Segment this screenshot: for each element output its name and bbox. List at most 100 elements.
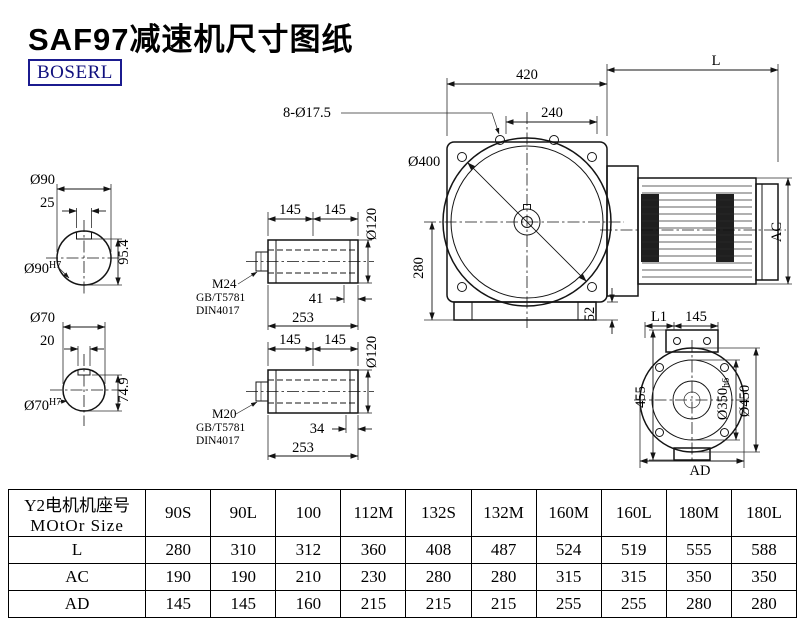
table-corner-cell: Y2电机机座号 MOtOr Size bbox=[7, 489, 147, 537]
dim-L: L bbox=[712, 53, 721, 69]
bolt-hole bbox=[587, 152, 597, 162]
hollow-shaft-view-2: 145 145 Ø120 M20 GB/T5781 DIN4017 34 253 bbox=[196, 332, 380, 460]
frame-size-cell: 132M bbox=[470, 489, 537, 537]
dim-dia120-1: Ø120 bbox=[364, 208, 380, 240]
flange-circle-outer bbox=[442, 137, 612, 307]
frame-size-cell: 90S bbox=[145, 489, 212, 537]
frame-size-cell: 180L bbox=[730, 489, 798, 537]
table-cell: 350 bbox=[730, 563, 798, 591]
keyway-90 bbox=[76, 232, 92, 240]
dim-AC: AC bbox=[769, 222, 785, 242]
table-cell: 315 bbox=[600, 563, 667, 591]
motor-flange bbox=[606, 165, 639, 297]
foot-base bbox=[453, 301, 597, 321]
frame-size-cell: 100 bbox=[275, 489, 342, 537]
bolt-hole bbox=[587, 282, 597, 292]
dim-bolt-holes: 8-Ø17.5 bbox=[283, 105, 331, 121]
table-cell: 350 bbox=[665, 563, 732, 591]
dim-keywidth-20: 20 bbox=[40, 333, 55, 349]
table-cell: 555 bbox=[665, 536, 732, 564]
shaft-circle-70 bbox=[62, 368, 106, 412]
table-row-L: L 280 310 312 360 408 487 524 519 555 58… bbox=[7, 536, 798, 564]
flange-bolt bbox=[720, 363, 729, 372]
gearbox-side-view: L1 145 455 Ø350h6 Ø450 AD bbox=[633, 309, 760, 479]
dim-455: 455 bbox=[633, 386, 649, 408]
dim-253-1: 253 bbox=[292, 310, 314, 326]
table-cell: 315 bbox=[535, 563, 602, 591]
table-cell: 190 bbox=[210, 563, 277, 591]
dim-52: 52 bbox=[582, 307, 598, 322]
dim-145b-2: 145 bbox=[324, 332, 346, 348]
dim-240: 240 bbox=[541, 105, 563, 121]
dim-145b-1: 145 bbox=[324, 202, 346, 218]
table-header-row: Y2电机机座号 MOtOr Size 90S 90L 100 112M 132S… bbox=[7, 489, 798, 537]
table-cell: 280 bbox=[145, 536, 212, 564]
keyway-70 bbox=[77, 369, 91, 376]
row-label: L bbox=[7, 536, 147, 564]
table-cell: 160 bbox=[275, 590, 342, 618]
table-cell: 519 bbox=[600, 536, 667, 564]
std-din-2: DIN4017 bbox=[196, 435, 240, 447]
table-cell: 230 bbox=[340, 563, 407, 591]
dim-145a-2: 145 bbox=[279, 332, 301, 348]
output-bore-side bbox=[672, 380, 712, 420]
table-cell: 312 bbox=[275, 536, 342, 564]
dim-145a-1: 145 bbox=[279, 202, 301, 218]
dim-280: 280 bbox=[411, 257, 427, 279]
dim-145-side: 145 bbox=[685, 309, 707, 325]
dim-height-74-9: 74.9 bbox=[116, 377, 132, 402]
technical-drawing: Ø90 25 95.4 Ø90H7 Ø70 bbox=[24, 53, 792, 479]
flange-450 bbox=[639, 347, 745, 453]
table-cell: 215 bbox=[405, 590, 472, 618]
flange-bolt bbox=[655, 428, 664, 437]
dim-34: 34 bbox=[310, 421, 325, 437]
table-cell: 360 bbox=[340, 536, 407, 564]
frame-size-cell: 132S bbox=[405, 489, 472, 537]
dim-bore-90h7: Ø90H7 bbox=[24, 260, 61, 277]
dim-253-2: 253 bbox=[292, 440, 314, 456]
bolt-head-1 bbox=[255, 251, 269, 272]
std-gb-1: GB/T5781 bbox=[196, 292, 245, 304]
table-header-en: MOtOr Size bbox=[30, 515, 124, 535]
flange-bolt bbox=[720, 428, 729, 437]
std-gb-2: GB/T5781 bbox=[196, 422, 245, 434]
table-cell: 280 bbox=[470, 563, 537, 591]
flange-bolt bbox=[655, 363, 664, 372]
dim-420: 420 bbox=[516, 67, 538, 83]
brand-logo: BOSERL bbox=[28, 59, 122, 86]
motor-fins bbox=[642, 185, 752, 278]
dim-dia450: Ø450 bbox=[737, 385, 753, 417]
dim-dia70: Ø70 bbox=[30, 310, 55, 326]
dim-dia350h6: Ø350h6 bbox=[715, 378, 732, 420]
table-cell: 255 bbox=[600, 590, 667, 618]
frame-size-cell: 180M bbox=[665, 489, 732, 537]
shaft-circle-90 bbox=[56, 230, 112, 286]
thread-label-m24: M24 bbox=[212, 276, 237, 291]
table-row-AC: AC 190 190 210 230 280 280 315 315 350 3… bbox=[7, 563, 798, 591]
table-cell: 588 bbox=[730, 536, 798, 564]
bolt-hole bbox=[457, 282, 467, 292]
frame-size-cell: 160M bbox=[535, 489, 602, 537]
table-cell: 190 bbox=[145, 563, 212, 591]
frame-size-cell: 112M bbox=[340, 489, 407, 537]
center-hole-side bbox=[683, 391, 701, 409]
table-cell: 280 bbox=[405, 563, 472, 591]
frame-size-cell: 160L bbox=[600, 489, 667, 537]
dim-L1: L1 bbox=[651, 309, 667, 325]
bolt-hole bbox=[673, 337, 681, 345]
table-cell: 255 bbox=[535, 590, 602, 618]
row-label: AD bbox=[7, 590, 147, 618]
hollow-shaft-view-1: 145 145 Ø120 M24 GB/T5781 DIN4017 41 253 bbox=[196, 202, 380, 330]
flange-circle-inner bbox=[450, 145, 604, 299]
std-din-1: DIN4017 bbox=[196, 305, 240, 317]
fan-cowl bbox=[755, 183, 779, 281]
frame-size-cell: 90L bbox=[210, 489, 277, 537]
table-cell: 215 bbox=[470, 590, 537, 618]
table-cell: 280 bbox=[665, 590, 732, 618]
table-header-cn: Y2电机机座号 bbox=[24, 495, 130, 515]
shaft-end-view-90: Ø90 25 95.4 Ø90H7 bbox=[24, 172, 132, 296]
page-title: SAF97减速机尺寸图纸 bbox=[28, 22, 354, 57]
dim-height-95-4: 95.4 bbox=[116, 239, 132, 265]
bolt-hole bbox=[457, 152, 467, 162]
